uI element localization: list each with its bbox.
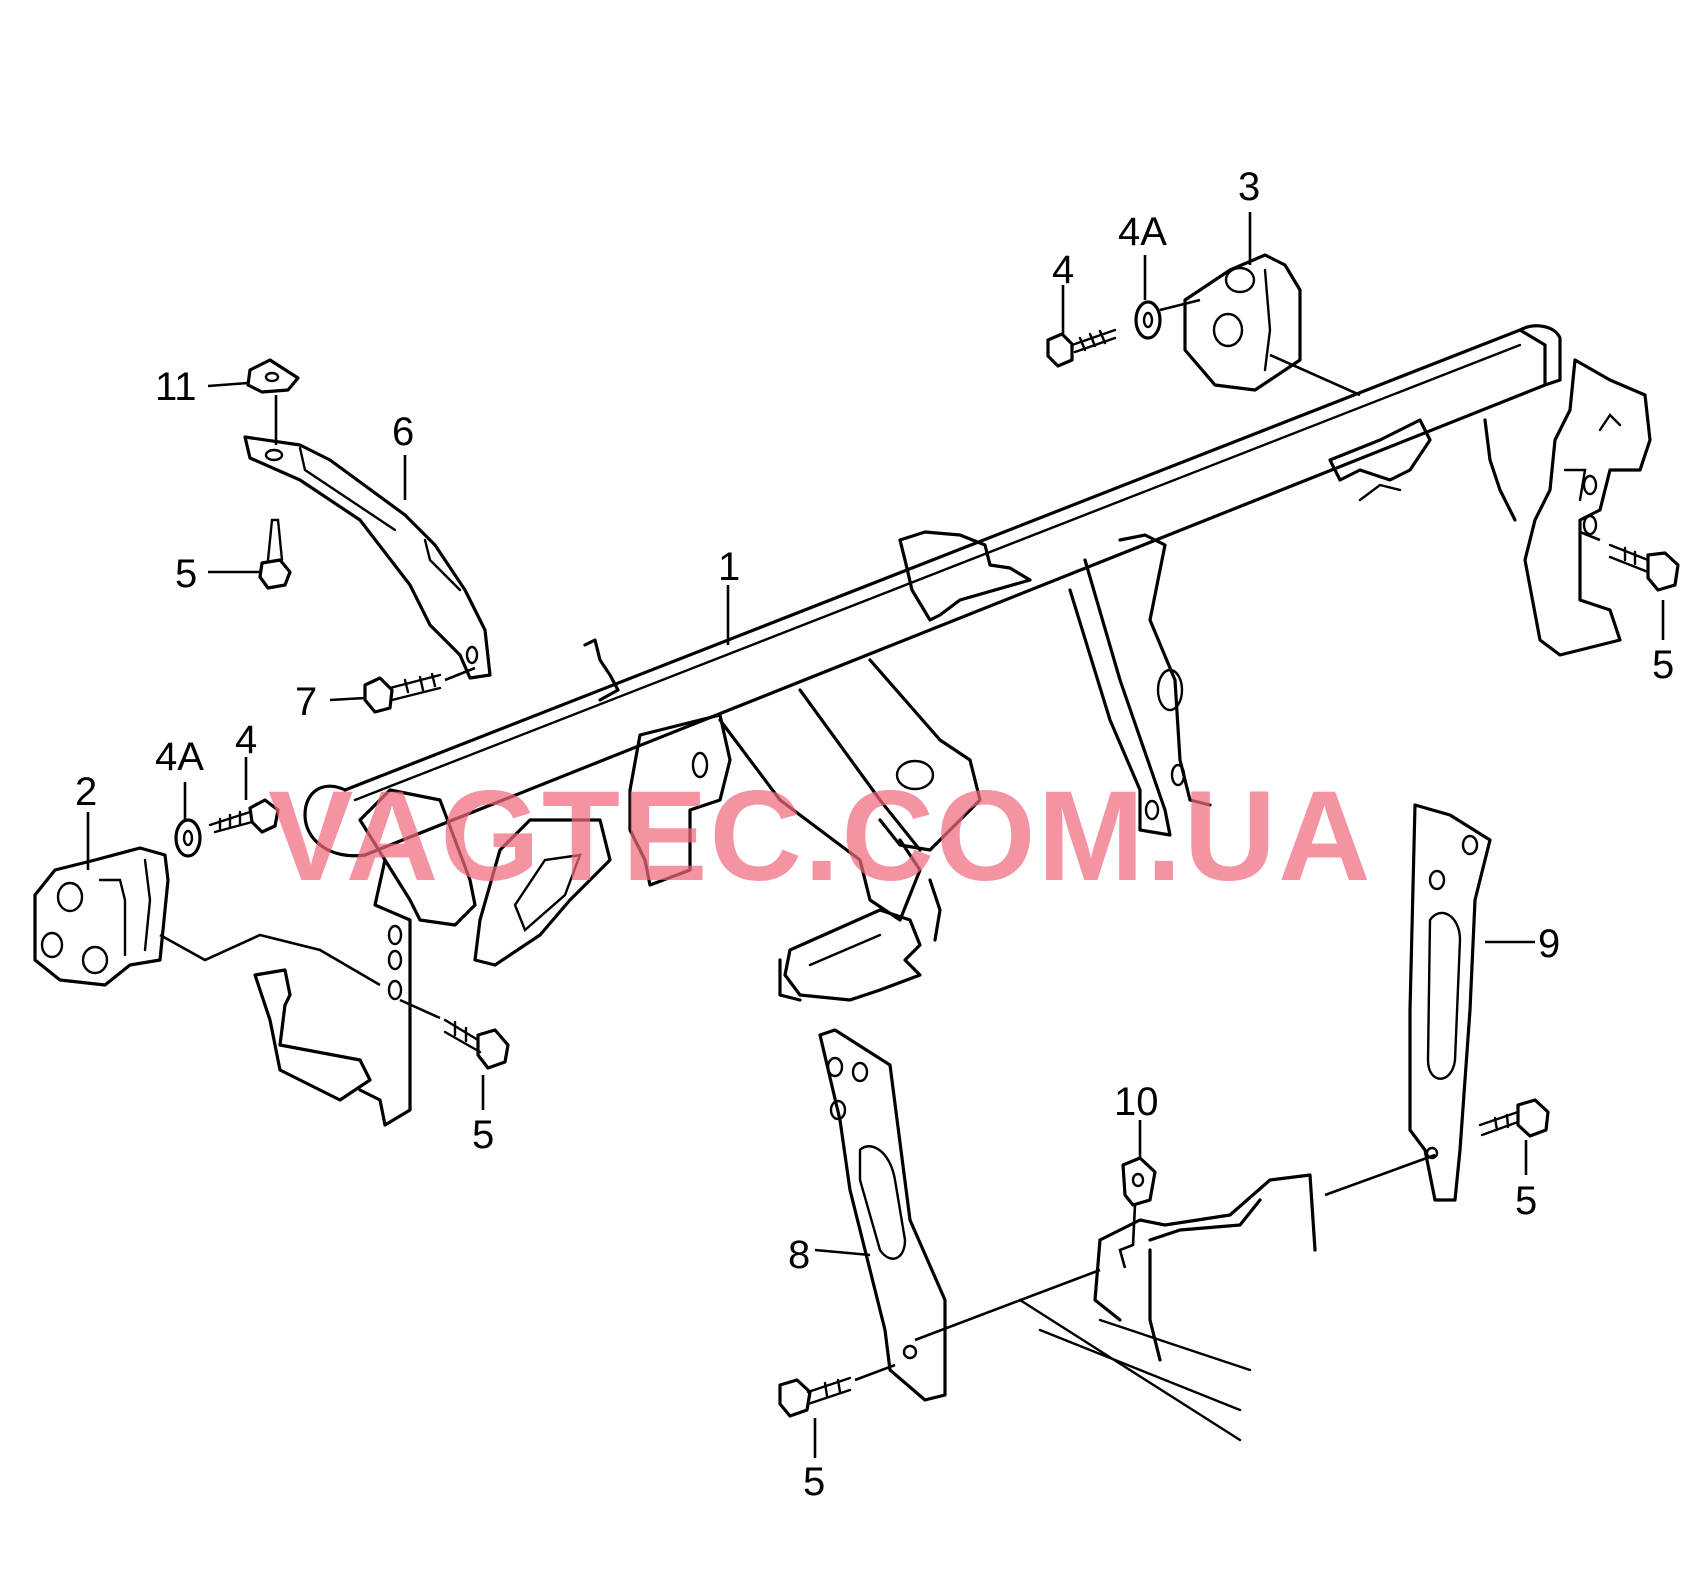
lower-bracket-part-8 (818, 1028, 1101, 1402)
callout-5-topleft: 5 (175, 552, 197, 596)
screw-4-top (1046, 328, 1117, 368)
callout-6: 6 (392, 410, 414, 454)
screw-5-right (1579, 530, 1680, 592)
callout-4-left: 4 (235, 718, 257, 762)
callout-5-right: 5 (1652, 643, 1674, 687)
screw-5-topleft (258, 518, 292, 590)
callout-7: 7 (295, 680, 317, 724)
clip-nut-part-10 (1118, 1156, 1157, 1269)
screw-7 (363, 666, 476, 714)
leader-lines (86, 212, 1665, 1458)
callout-9: 9 (1538, 922, 1560, 966)
callout-4a-top: 4A (1118, 210, 1167, 254)
clip-nut-part-11 (246, 358, 300, 445)
upper-bracket-part-6 (243, 435, 492, 680)
callout-labels: 1 2 3 4 4A 4 4A 5 5 5 5 5 6 7 8 9 10 11 (75, 165, 1674, 1504)
cross-beam-part-1 (253, 324, 1652, 1127)
callout-1: 1 (718, 545, 740, 589)
watermark: VAGTEC.COM.UA (268, 765, 1373, 908)
screw-4-left (208, 798, 280, 834)
callout-5-bottom: 5 (803, 1460, 825, 1504)
callout-8: 8 (788, 1233, 810, 1277)
callout-5-midleft: 5 (472, 1113, 494, 1157)
callout-10: 10 (1114, 1080, 1159, 1124)
washer-4a-top (1134, 300, 1162, 340)
floor-duct-outline (1018, 1173, 1317, 1442)
callout-5-lowright: 5 (1515, 1179, 1537, 1223)
screw-5-bottom (778, 1363, 896, 1418)
callout-4a-left: 4A (155, 735, 204, 779)
right-end-mount-part-3 (1159, 253, 1361, 397)
screw-5-lowright (1478, 1098, 1550, 1138)
callout-3: 3 (1238, 165, 1260, 209)
callout-11: 11 (155, 365, 197, 409)
callout-4-top: 4 (1052, 248, 1074, 292)
callout-2: 2 (75, 770, 97, 814)
screw-5-midleft (399, 998, 510, 1070)
tall-bracket-part-9 (1324, 803, 1492, 1202)
washer-4a-left (174, 818, 202, 858)
